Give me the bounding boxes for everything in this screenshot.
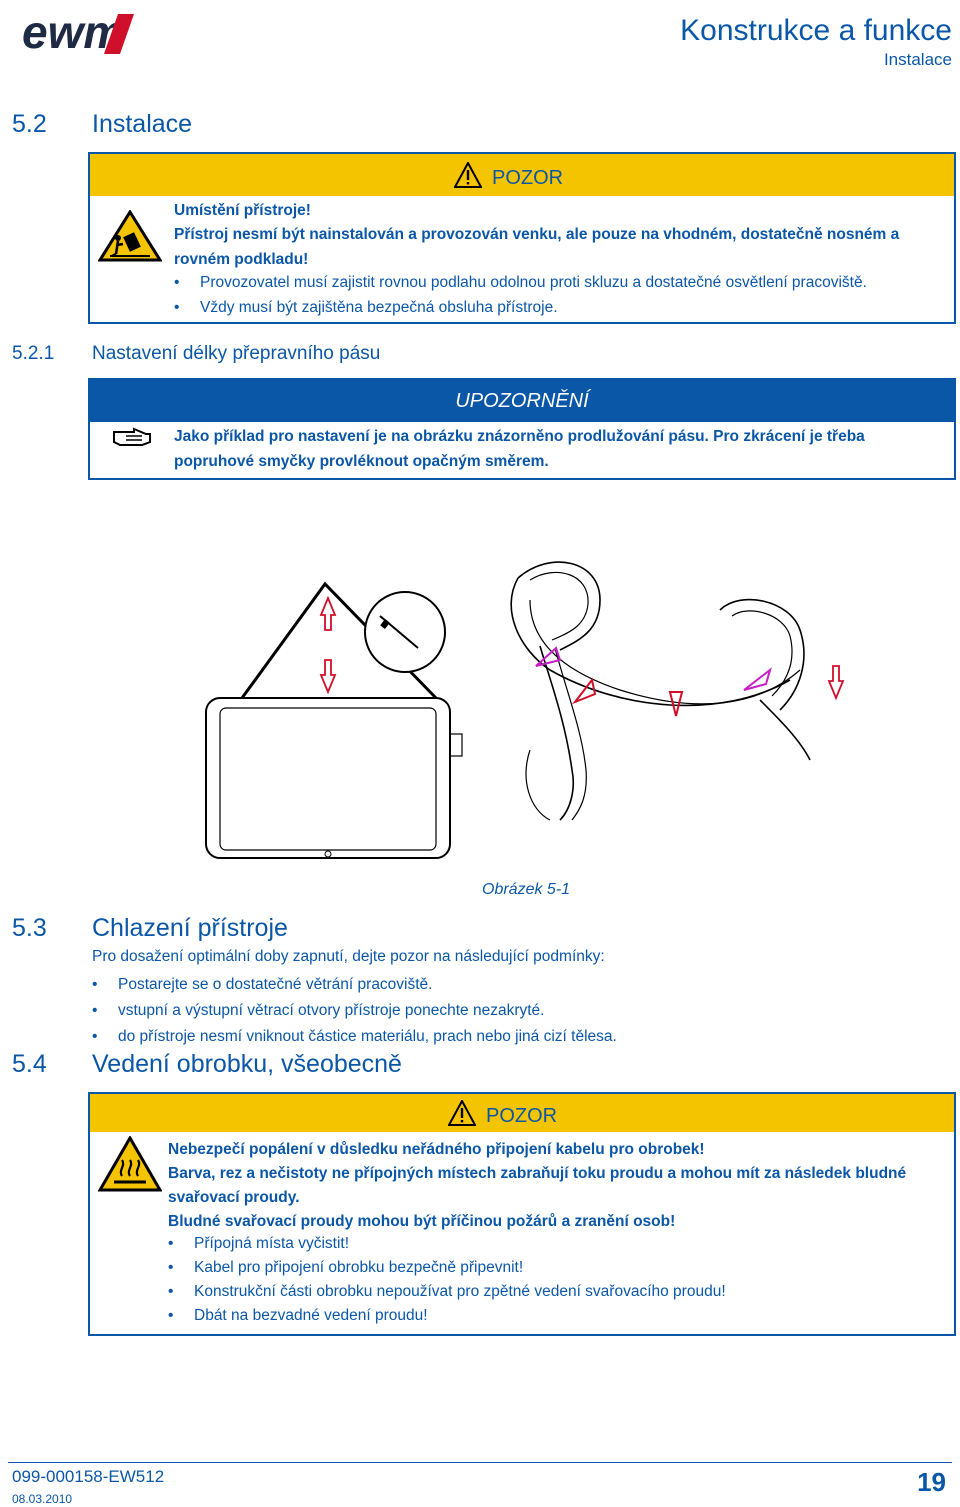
section-heading-5-3: 5.3 Chlazení přístroje: [12, 914, 288, 943]
list-item: Provozovatel musí zajistit rovnou podlah…: [174, 270, 954, 295]
section-number: 5.2: [12, 110, 47, 138]
warning-bullet-list: Přípojná místa vyčistit! Kabel pro připo…: [168, 1232, 950, 1328]
warning-title: POZOR: [447, 1098, 558, 1132]
warning-lead: Umístění přístroje!: [174, 202, 311, 219]
list-item: Přípojná místa vyčistit!: [168, 1232, 950, 1256]
warning-triangle-icon: [453, 160, 483, 194]
section-number: 5.3: [12, 914, 47, 942]
note-header-bar: [90, 380, 954, 422]
strap-adjustment-figure: [200, 520, 850, 885]
warning-box-placement: POZOR Umístění přístroje! Přístroj nesmí…: [88, 152, 956, 324]
list-item: Vždy musí být zajištěna bezpečná obsluha…: [174, 295, 954, 320]
warning-text-block: Nebezpečí popálení v důsledku neřádného …: [168, 1138, 950, 1234]
section-number: 5.2.1: [12, 343, 55, 364]
warning-line: Nebezpečí popálení v důsledku neřádného …: [168, 1141, 705, 1158]
page-number: 19: [917, 1467, 946, 1497]
warning-header-bar: [90, 154, 954, 196]
list-item: vstupní a výstupní větrací otvory přístr…: [92, 998, 942, 1024]
note-text: Jako příklad pro nastavení je na obrázku…: [174, 428, 865, 470]
warning-line: Bludné svařovací proudy mohou být příčin…: [168, 1213, 676, 1230]
section-number: 5.4: [12, 1050, 47, 1078]
warning-box-workpiece: POZOR Nebezpečí popálení v důsledku neřá…: [88, 1092, 956, 1336]
header-subtitle: Instalace: [883, 50, 952, 69]
warning-line: Barva, rez a nečistoty ne přípojných mís…: [168, 1165, 907, 1206]
list-item: Postarejte se o dostatečné větrání praco…: [92, 972, 942, 998]
header-title: Konstrukce a funkce: [680, 14, 952, 47]
warning-title-text: POZOR: [492, 166, 564, 189]
list-item: Kabel pro připojení obrobku bezpečně při…: [168, 1256, 950, 1280]
figure-caption: Obrázek 5-1: [482, 881, 571, 898]
hot-surface-icon: [97, 1134, 163, 1197]
warning-title: POZOR: [453, 160, 564, 194]
pointing-hand-icon: [112, 426, 152, 453]
section-title: Vedení obrobku, všeobecně: [92, 1050, 402, 1078]
list-item: do přístroje nesmí vniknout částice mate…: [92, 1024, 942, 1050]
note-title: UPOZORNĚNÍ: [455, 390, 589, 412]
tipping-hazard-icon: [97, 209, 163, 267]
document-date: 08.03.2010: [12, 1492, 73, 1506]
ewm-logo: ewm: [22, 6, 167, 61]
section-title: Chlazení přístroje: [92, 914, 288, 942]
section-heading-5-4: 5.4 Vedení obrobku, všeobecně: [12, 1050, 402, 1079]
list-item: Dbát na bezvadné vedení proudu!: [168, 1304, 950, 1328]
cooling-intro: Pro dosažení optimální doby zapnutí, dej…: [92, 948, 605, 965]
cooling-bullet-list: Postarejte se o dostatečné větrání praco…: [92, 972, 942, 1050]
warning-bullet-list: Provozovatel musí zajistit rovnou podlah…: [174, 270, 954, 320]
warning-text: Přístroj nesmí být nainstalován a provoz…: [174, 226, 900, 268]
section-title: Nastavení délky přepravního pásu: [92, 343, 381, 364]
note-box: UPOZORNĚNÍ Jako příklad pro nastavení je…: [88, 378, 956, 480]
section-title: Instalace: [92, 110, 193, 138]
warning-triangle-icon: [447, 1098, 477, 1132]
section-heading-5-2: 5.2 Instalace: [12, 110, 192, 139]
list-item: Konstrukční části obrobku nepoužívat pro…: [168, 1280, 950, 1304]
document-number: 099-000158-EW512: [12, 1467, 165, 1486]
section-heading-5-2-1: 5.2.1 Nastavení délky přepravního pásu: [12, 343, 380, 365]
footer-divider: [8, 1462, 952, 1463]
warning-title-text: POZOR: [486, 1104, 558, 1127]
warning-header-bar: [90, 1094, 954, 1132]
